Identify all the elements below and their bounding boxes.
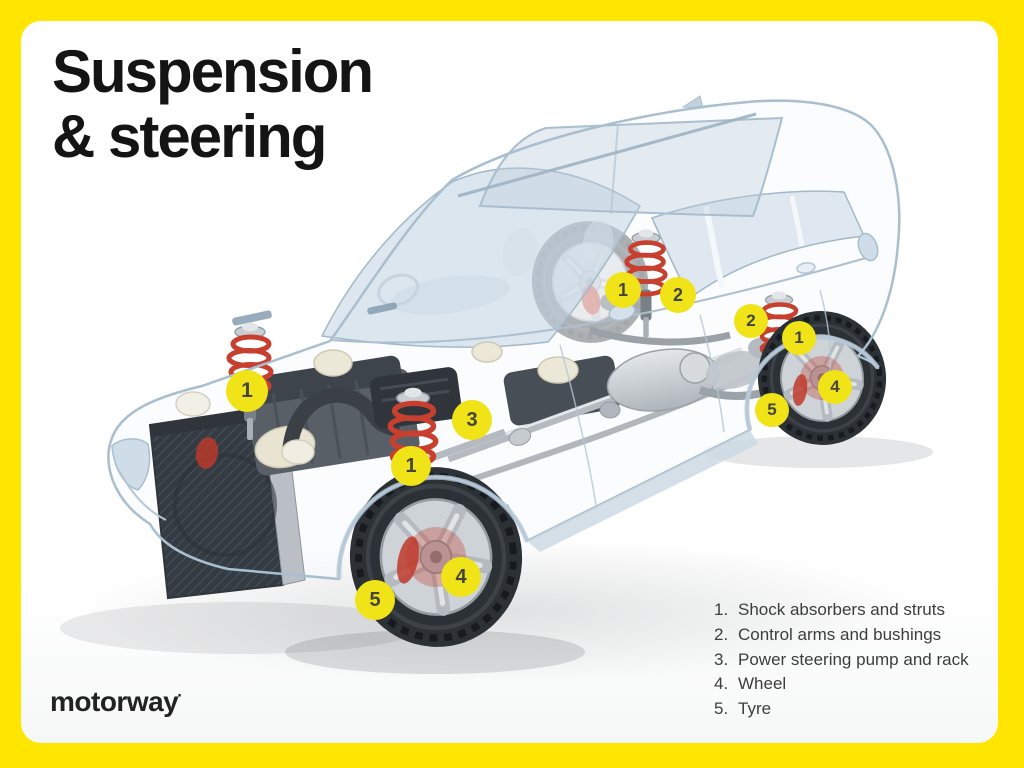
marker-1: 1 xyxy=(226,370,268,412)
brand-logo: motorway· xyxy=(50,685,183,718)
legend-item-number: 4. xyxy=(714,674,729,694)
marker-3: 3 xyxy=(452,400,492,440)
page-title-line2: & steering xyxy=(52,102,327,170)
marker-5: 5 xyxy=(355,580,395,620)
legend-item-label: Shock absorbers and struts xyxy=(738,600,945,619)
legend-item-label: Control arms and bushings xyxy=(738,624,942,644)
legend-item-4: 4. Wheel xyxy=(714,672,969,697)
legend-item-label: Wheel xyxy=(738,674,787,694)
legend-item-5: 5. Tyre xyxy=(714,697,969,722)
brand-dot: · xyxy=(177,685,183,705)
marker-1: 1 xyxy=(391,446,431,486)
brand-wordmark: motorway xyxy=(50,686,179,717)
legend-item-label: Power steering pump and rack xyxy=(738,649,969,669)
marker-4: 4 xyxy=(441,557,481,597)
legend-item-number: 2. xyxy=(714,624,729,644)
marker-4: 4 xyxy=(818,370,852,404)
legend-item-number: 5. xyxy=(714,699,729,719)
page-title: Suspension & steering xyxy=(52,38,374,170)
legend-item-label: Tyre xyxy=(738,699,772,719)
legend-item-number: 1. xyxy=(714,600,729,619)
legend-item-3: 3. Power steering pump and rack xyxy=(714,648,969,673)
legend: 1. Shock absorbers and struts 2. Control ar… xyxy=(714,598,969,722)
page-title-line1: Suspension xyxy=(52,38,374,105)
marker-5: 5 xyxy=(755,393,789,427)
marker-1: 1 xyxy=(782,321,816,355)
marker-2: 2 xyxy=(734,304,768,338)
marker-2: 2 xyxy=(660,277,696,313)
marker-1: 1 xyxy=(605,272,641,308)
legend-item-1: 1. Shock absorbers and struts xyxy=(714,598,969,623)
legend-item-2: 2. Control arms and bushings xyxy=(714,623,969,648)
legend-item-number: 3. xyxy=(714,649,729,669)
